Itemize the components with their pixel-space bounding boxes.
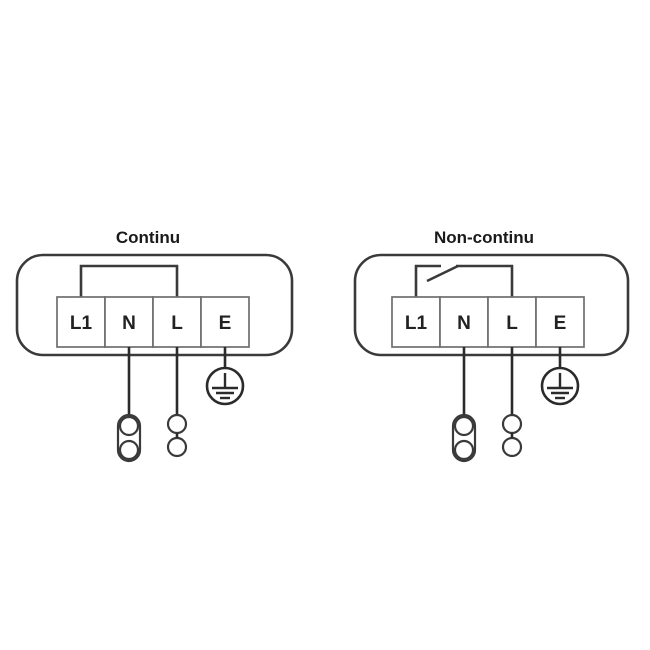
non-continu-neutral-connector [451,413,477,463]
non-continu-live-connector [501,413,523,458]
continu-terminal-label-l: L [171,313,183,334]
non-continu-enclosure-outline [353,253,630,357]
non-continu-terminal-label-e: E [554,313,567,334]
diagram-continu: Continu L1 N L E [15,228,294,463]
non-continu-terminal-label-l1: L1 [405,313,428,334]
continu-neutral-connector [116,413,142,463]
continu-terminal-label-e: E [219,313,232,334]
continu-live-connector [166,413,188,458]
non-continu-switch-blade[interactable] [426,264,459,283]
non-continu-terminal-label-l: L [506,313,518,334]
continu-enclosure-outline [15,253,294,357]
diagram-non-continu: Non-continu L1 N L E [353,228,630,463]
non-continu-terminal-label-n: N [457,313,471,334]
continu-terminal-cell-l1[interactable] [56,296,106,348]
continu-jumper-link [79,264,179,297]
diagram-continu-title: Continu [116,228,180,247]
non-continu-terminal-cell-l1[interactable] [391,296,441,348]
non-continu-terminal-cell-l[interactable] [487,296,537,348]
continu-terminal-label-n: N [122,313,136,334]
continu-ground-symbol [205,366,245,406]
continu-terminal-cell-e[interactable] [200,296,250,348]
non-continu-switch-right-contact [456,264,514,297]
diagram-non-continu-title: Non-continu [434,228,534,247]
continu-terminal-label-l1: L1 [70,313,93,334]
non-continu-switch-left-contact [414,264,441,297]
non-continu-ground-symbol [540,366,580,406]
non-continu-terminal-block: L1 N L E [391,296,585,348]
continu-terminal-block: L1 N L E [56,296,250,348]
